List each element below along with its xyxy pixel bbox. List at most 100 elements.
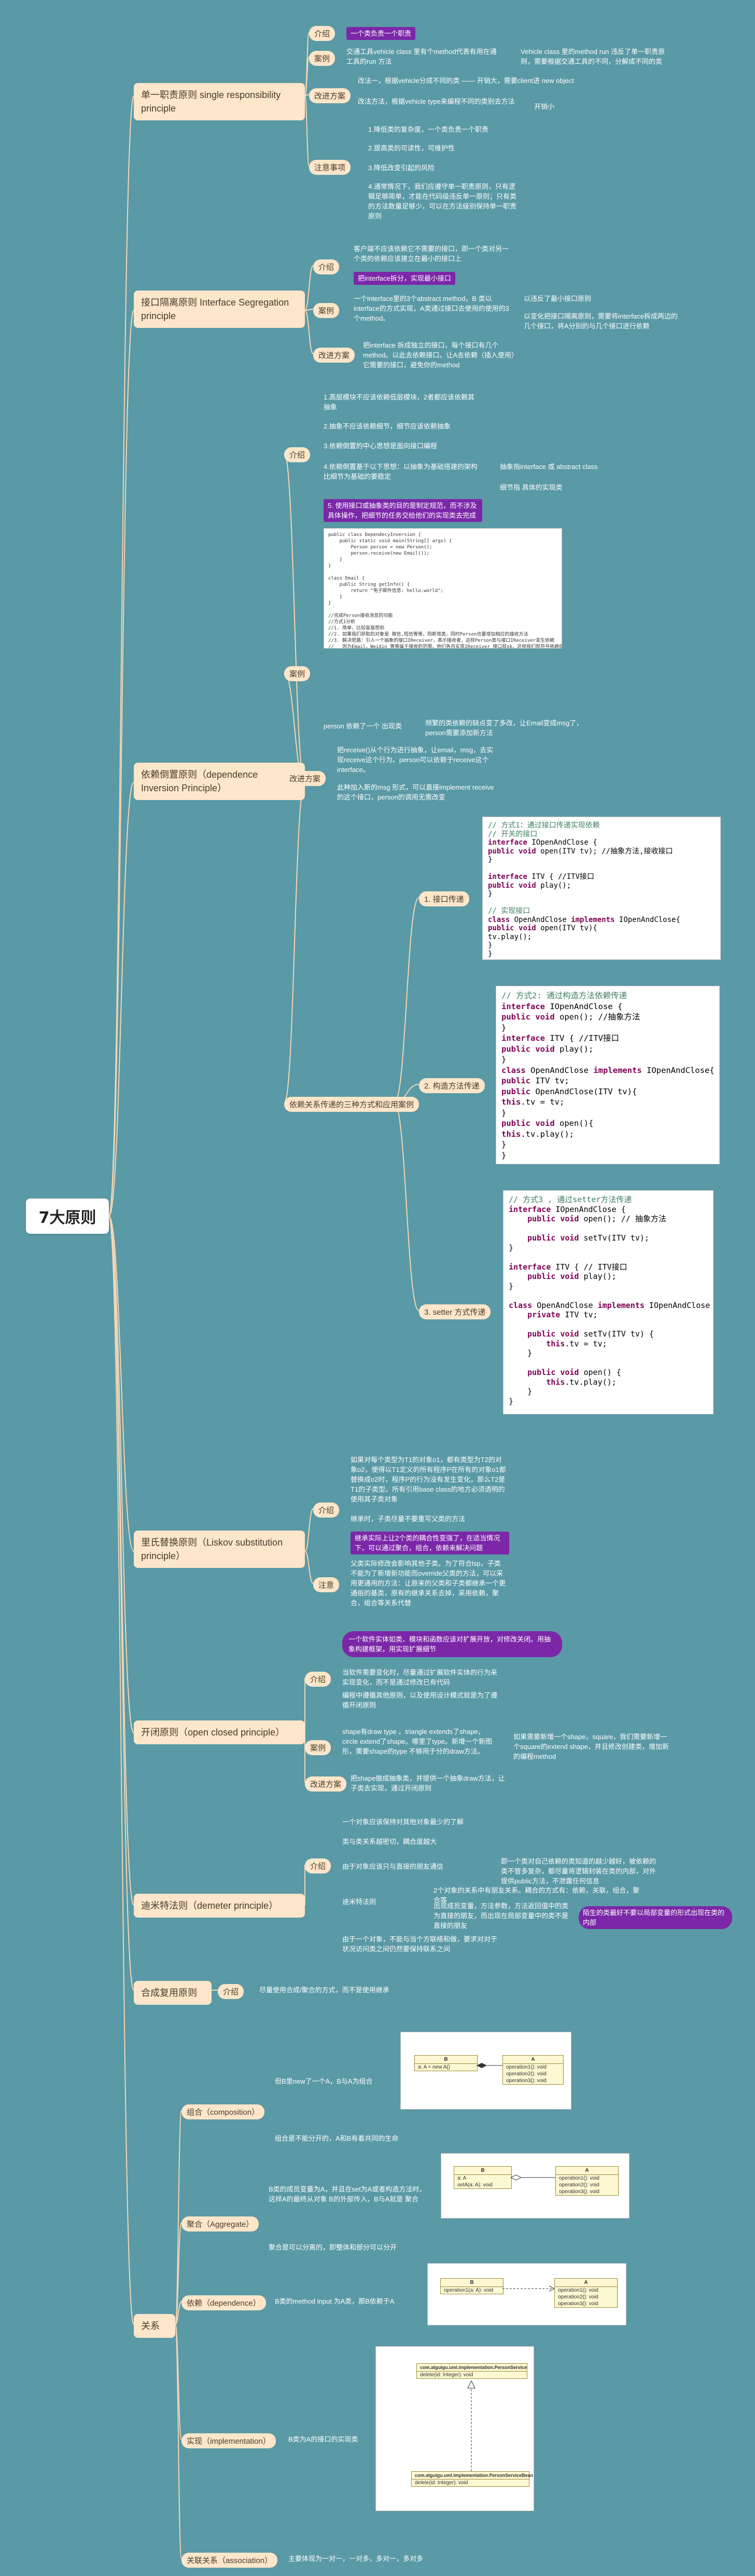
lsp-node: 里氏替换原则（Liskov substitution principle） [134,1531,305,1568]
uml-agg-class-a: A operation1(): void operation2(): void … [555,2166,619,2196]
code-line [509,1252,708,1262]
uml-impl-interface: com.atguigu.uml.implementation.PersonSer… [416,2363,527,2379]
ocp-improve: 改进方案 [305,1776,347,1792]
srp-example-result: Vehicle class 里的method run 违反了单一职责原则，需要根… [521,48,665,65]
isp-improve: 改进方案 [313,348,355,363]
srp-improve-2-res: 开销小 [534,103,555,111]
code-line: } [501,1150,507,1160]
connector [304,57,310,97]
dip-code-screenshot: public class DependecyInversion { public… [324,528,562,649]
code-line [509,1320,708,1330]
code-line: } [488,890,493,898]
code-line: class OpenAndClose implements IOpenAndCl… [509,1300,714,1310]
uml-aggregation: B a: A setA(a: A): void A operation1(): … [441,2153,630,2219]
isp-example: 案例 [313,303,340,318]
isp-intro-hl: 把interface拆分，实现最小接口 [354,272,455,285]
isp-example-text: 一个interface里的3个abstract method，B 类以inter… [354,295,509,322]
code-line: tv.play(); [488,932,532,941]
dip-code-text: public class DependecyInversion { public… [328,532,562,649]
connector [304,309,314,311]
uml-agg-class-b: B a: A setA(a: A): void [454,2166,512,2189]
ocp-intro-3: 编程中遵循其他原则，以及使用设计模式就是为了遵循开闭原则 [342,1691,498,1709]
uml-implementation: com.atguigu.uml.implementation.PersonSer… [375,2346,534,2511]
ocp-intro-2: 当软件需要变化时，尽量通过扩展软件实体的行为来实现变化，而不是通过修改已有代码 [342,1669,498,1686]
rel-comp-2: 组合是不能分开的，A和B有着共同的生命 [275,2134,399,2142]
isp-improve-text: 把interface 拆成独立的接口，每个接口有几个method。以此去依赖接口… [363,341,519,369]
code-line: public void setTv(ITV tv) { [527,1329,654,1339]
dip-intro-3: 3.依赖倒置的中心思想是面向接口编程 [324,442,437,450]
isp-example-res2: 以变化把接口隔离原则，需要将interface拆成两边的几个接口，将A分别的与几… [524,312,678,330]
code-line: } [509,1243,514,1252]
code-line: interface ITV { //ITV接口 [488,873,595,881]
connector [108,1216,134,1552]
srp-intro: 介绍 [309,26,335,41]
crp-node: 合成复用原则 [134,1981,212,2005]
code-line: // 实现接口 [488,907,530,915]
dip-intro-sub-1: 抽象指interface 或 abstract class [500,463,598,471]
uml-agg-arrow [510,2174,555,2181]
connector [304,32,310,97]
code-line: public void open(ITV tv){ [488,924,597,932]
dip-example-note: person 依赖了一个 出现类 [324,722,402,730]
lod-hl: 陌生的类最好不要以局部变量的形式出现在类的内部 [579,1906,732,1929]
uml-impl-cls-name: com.atguigu.uml.implementation.PersonSer… [412,2472,533,2479]
dip-example: 案例 [284,666,311,681]
uml-comp-a-op-2: operation2(): void [506,2071,547,2077]
connector [108,95,134,1217]
uml-dependence: B operation1(a: A): void A operation1():… [427,2263,626,2325]
uml-dep-a-op-1: operation1(): void [558,2288,598,2293]
isp-example-res1: 以违反了最小接口原则 [524,295,592,302]
connector [284,453,305,783]
code-line: } [509,1348,533,1358]
code-line: class OpenAndClose implements IOpenAndCl… [501,1065,715,1075]
code-line: this.tv.play(); [546,1377,617,1387]
uml-dep-b-op: operation1(a: A): void [444,2288,494,2293]
uml-dep-b-name: B [441,2279,503,2287]
rel-assoc-1: 主要体现为一对一，一对多，多对一，多对多 [288,2555,424,2563]
srp-note-3: 3.降低改变引起的风险 [368,164,435,172]
lod-item-3: 由于对象应该只与直接的朋友通信 [342,1863,444,1870]
dip-intro-2: 2.抽象不应该依赖细节，细节应该依赖抽象 [324,422,451,430]
srp-example: 案例 [309,51,335,66]
connector [175,2301,182,2325]
code-line: public OpenAndClose(ITV tv){ [501,1086,637,1096]
crp-intro: 介绍 [218,1984,244,1999]
srp-improve-2: 改法方法，根据vehicle type来编程不同的类别去方法 [358,98,515,105]
dip-improve-1: 把receive()从个行为进行抽象，让email，msg，去实现receive… [337,746,494,774]
lod-item-2: 类与类关系越密切，耦合度越大 [342,1838,437,1845]
rel-comp-1: 但B里new了一个A，B与A为组合 [275,2077,373,2085]
code-line: } [509,1387,533,1396]
uml-agg-b-attr: a: A [457,2175,467,2181]
dip-node: 依赖倒置原则（dependence Inversion Principle） [134,763,305,800]
dip-ways: 依赖关系传递的三种方式和应用案例 [284,1097,420,1112]
connector [394,1103,420,1311]
rel-agg: 聚合（Aggregate） [181,2216,259,2231]
uml-comp-class-b: B a: A = new A() [414,2055,478,2071]
code-line: this.tv = tv; [501,1097,565,1107]
uml-dep-class-b: B operation1(a: A): void [440,2278,504,2294]
rel-agg-2: 聚合是可以分离的，即整体和部分可以分开 [269,2243,397,2251]
dip-intro-5: 5. 使用接口或抽象类的目的是制定规范，而不涉及具体操作，把细节的任务交给他们的… [324,499,482,522]
lsp-intro-2: 继承时，子类尽量不要重写父类的方法 [351,1515,466,1523]
connector [175,2324,182,2559]
code-line: public void setTv(ITV tv); [527,1233,649,1243]
srp-note-1: 1.降低类的复杂度，一个类负责一个职责 [368,126,488,133]
isp-node: 接口隔离原则 Interface Segregation principle [134,291,305,328]
connector [108,310,134,1217]
code-line: private ITV tv; [527,1310,598,1319]
code-line: // 方式1：通过接口传递实现依赖 [488,821,600,830]
uml-comp-a-name: A [503,2056,563,2064]
dip-intro-1: 1.高层模块不应该依赖低层模块，2者都应该依赖其抽象 [324,393,475,411]
rel-comp: 组合（composition） [181,2104,265,2119]
connector [304,1508,314,1552]
code-line: interface ITV { //ITV接口 [501,1034,619,1043]
srp-intro-text: 一个类负责一个职责 [346,27,416,40]
lod-item-3-res: 即一个类对自己依赖的类知道的越少越好，被依赖的类不管多复杂，都尽量将逻辑封装在类… [501,1857,656,1885]
lsp-note: 注意 [313,1577,340,1592]
code-line: class OpenAndClose implements IOpenAndCl… [488,915,680,924]
code-line: } [501,1023,507,1032]
srp-notes: 注意事项 [309,160,351,175]
rel-agg-1: B类的成员变量为A，并且在set为A或者构造方法时，这样A的最终从对象 B的外部… [269,2185,426,2203]
connector [304,310,314,354]
